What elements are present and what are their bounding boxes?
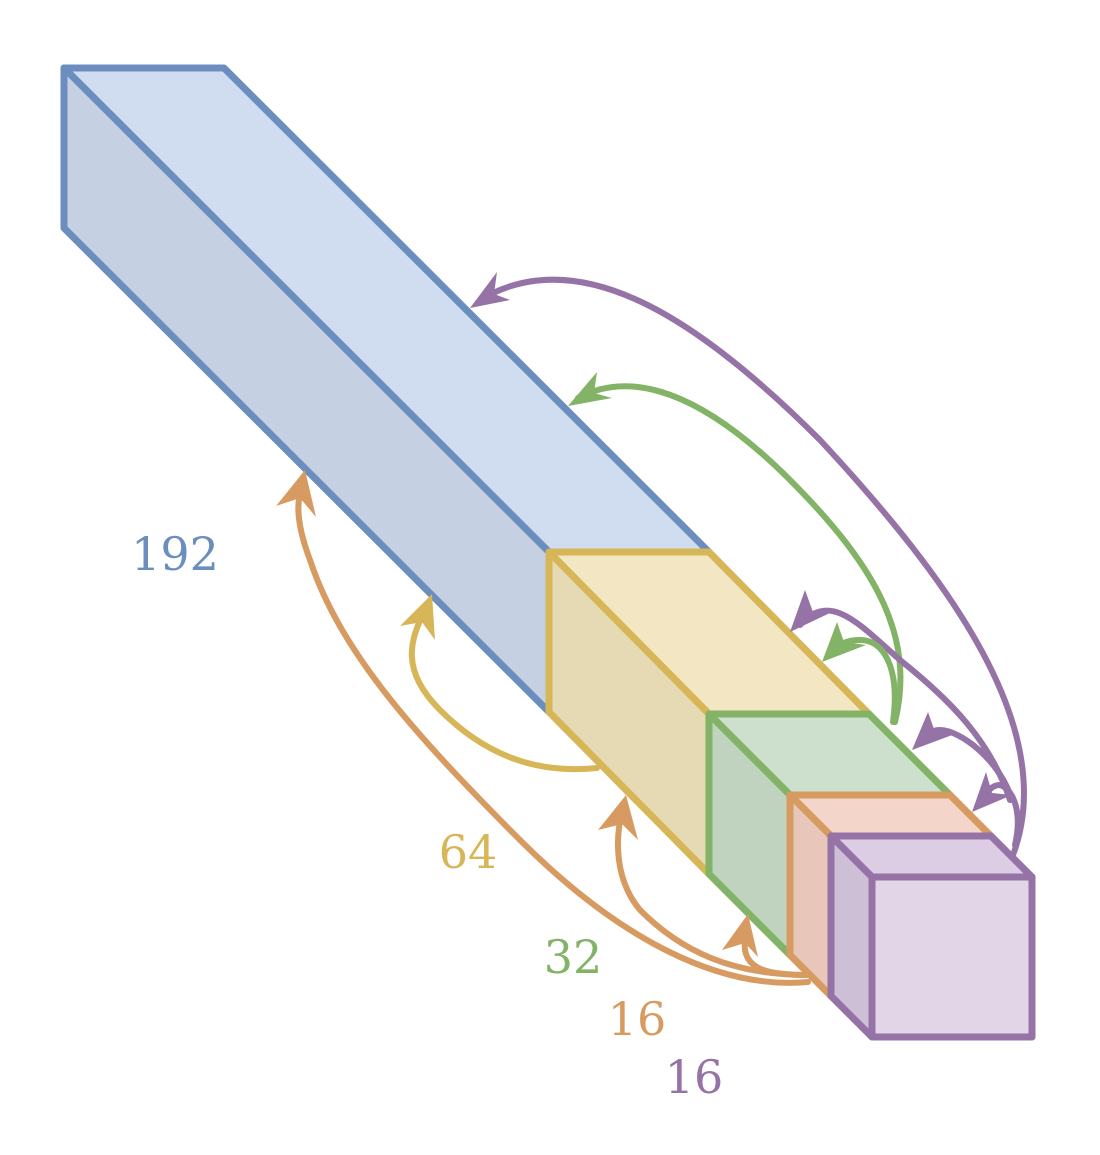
arrowhead-green-64 xyxy=(822,622,866,662)
upper-arrowheads xyxy=(470,272,1012,812)
arrowhead-orange-192 xyxy=(276,470,316,517)
label-16-purple: 16 xyxy=(665,1050,724,1104)
lower-arrows xyxy=(295,485,811,986)
upper-arrows xyxy=(477,276,1027,858)
block-16-orange xyxy=(786,791,995,1000)
arrowhead-orange-64 xyxy=(598,795,638,840)
block-16-purple-side-face xyxy=(827,832,876,1041)
lower-arrowheads xyxy=(276,470,758,957)
arrowhead-orange-32 xyxy=(722,914,758,957)
arrowhead-yellow-192 xyxy=(400,594,435,640)
arrowhead-green-192 xyxy=(568,372,612,406)
arrow-purple-to-64 xyxy=(797,607,1013,803)
label-64: 64 xyxy=(439,825,498,879)
arrowhead-purple-32 xyxy=(912,712,955,750)
label-16-orange: 16 xyxy=(608,992,667,1046)
arrow-orange-to-64 xyxy=(615,809,811,978)
block-16-purple xyxy=(827,832,1036,1041)
arrowhead-purple-192 xyxy=(470,272,510,308)
block-16-orange-side-face xyxy=(786,791,835,1000)
arrow-purple-to-192 xyxy=(477,276,1027,858)
block-192 xyxy=(60,64,713,716)
block-16-purple-front-face xyxy=(868,873,1036,1041)
block-32 xyxy=(705,710,954,959)
arrowhead-purple-16 xyxy=(972,772,1012,812)
arrow-green-to-192 xyxy=(575,383,904,725)
label-32: 32 xyxy=(544,930,603,984)
label-192: 192 xyxy=(131,527,219,581)
arrow-orange-to-192 xyxy=(295,485,811,986)
arrow-yellow-to-192 xyxy=(408,607,600,773)
arrowhead-purple-64 xyxy=(790,590,832,632)
